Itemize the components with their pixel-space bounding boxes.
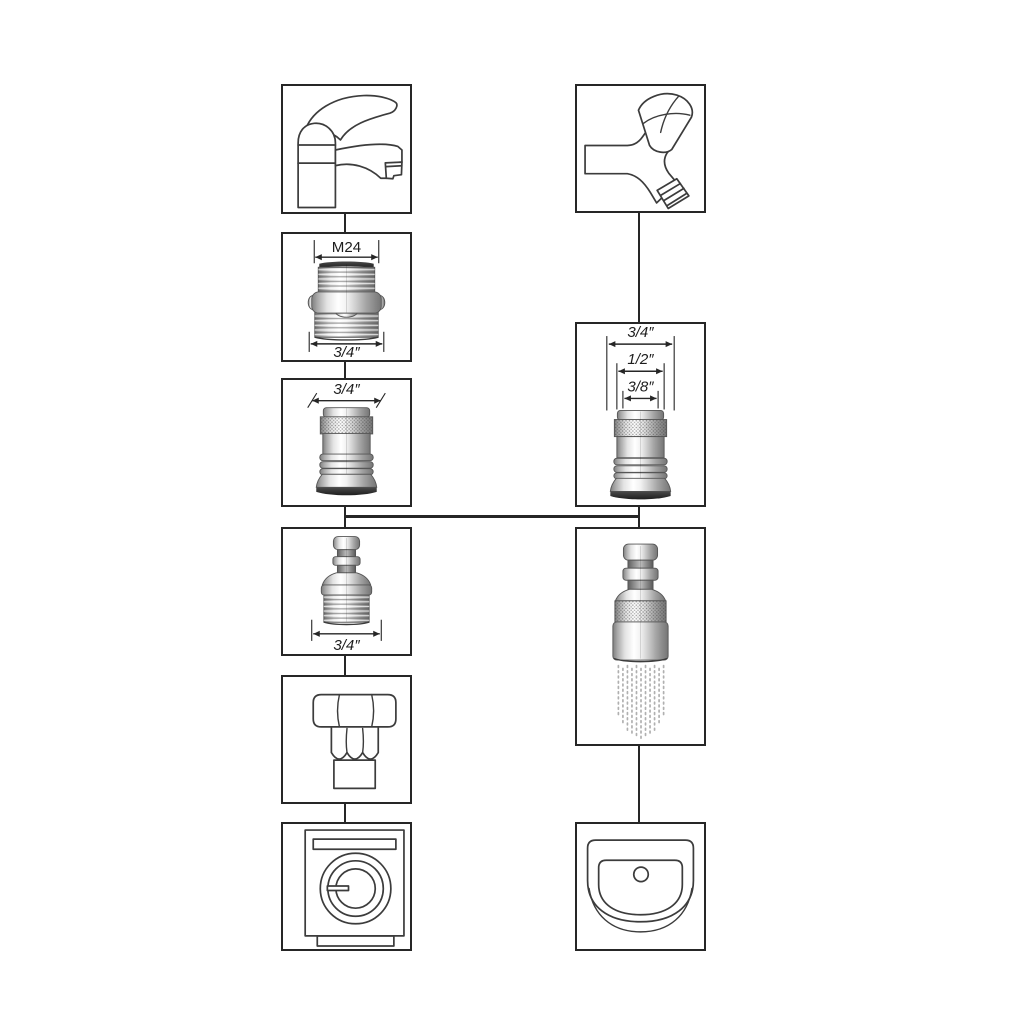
node-quick-connect-coupling-left: 3/4″ bbox=[281, 378, 412, 507]
dimension-three-quarter-bottom: 3/4″ bbox=[308, 331, 385, 360]
connector-left-2 bbox=[343, 362, 346, 378]
dimension-label-three-quarter: 3/4″ bbox=[333, 344, 360, 360]
dimension-label-m24: M24 bbox=[332, 239, 361, 256]
wash-basin-icon bbox=[586, 839, 695, 933]
node-washing-machine bbox=[281, 822, 412, 951]
connector-left-4 bbox=[343, 656, 346, 675]
coupling-body bbox=[609, 410, 672, 500]
node-wash-basin bbox=[575, 822, 706, 951]
node-quick-connect-plug-spray bbox=[575, 527, 706, 746]
hose-nut-connector-icon bbox=[312, 693, 397, 790]
water-spray bbox=[617, 664, 665, 740]
plug-body bbox=[612, 543, 669, 663]
plug-body bbox=[320, 536, 373, 626]
quick-connect-plug-icon: 3/4″ bbox=[311, 536, 382, 654]
dimension-label-three-quarter: 3/4″ bbox=[333, 637, 360, 654]
dimension-three-eighth: 3/8″ bbox=[622, 378, 659, 409]
mixer-tap-drawing bbox=[297, 94, 403, 209]
dimension-label-three-quarter: 3/4″ bbox=[627, 324, 654, 341]
node-multi-size-coupling: 3/4″ 1/2″ 3/8″ bbox=[575, 322, 706, 507]
connector-left-5 bbox=[343, 804, 346, 822]
pillar-bib-tap-icon bbox=[584, 92, 694, 210]
wash-basin-drawing bbox=[586, 839, 695, 933]
washing-machine-icon bbox=[304, 829, 405, 947]
dimension-three-quarter: 3/4″ bbox=[606, 324, 675, 411]
connector-cross-link bbox=[343, 515, 640, 518]
dimension-half: 1/2″ bbox=[616, 351, 665, 410]
dimension-label-three-quarter: 3/4″ bbox=[333, 381, 360, 398]
hose-connector-drawing bbox=[312, 693, 397, 790]
bib-tap-drawing bbox=[584, 92, 694, 210]
connector-right-3 bbox=[637, 746, 640, 822]
m24-aerator-adapter-icon: M24 3/4″ bbox=[307, 239, 386, 360]
node-quick-connect-plug-left: 3/4″ bbox=[281, 527, 412, 656]
quick-connect-plug-spray-icon bbox=[612, 543, 669, 740]
connector-right-1 bbox=[637, 213, 640, 322]
quick-connect-coupling-icon: 3/4″ bbox=[307, 381, 386, 496]
dimension-label-half: 1/2″ bbox=[627, 351, 654, 368]
dimension-three-quarter-top: 3/4″ bbox=[307, 381, 386, 409]
dimension-m24: M24 bbox=[313, 239, 380, 264]
dimension-label-three-eighth: 3/8″ bbox=[627, 378, 654, 395]
dimension-three-quarter-bottom: 3/4″ bbox=[311, 619, 382, 654]
connector-left-1 bbox=[343, 214, 346, 232]
adapter-body bbox=[307, 261, 386, 341]
node-m24-aerator-adapter: M24 3/4″ bbox=[281, 232, 412, 362]
node-pillar-bib-tap bbox=[575, 84, 706, 213]
multi-size-coupling-icon: 3/4″ 1/2″ 3/8″ bbox=[606, 324, 675, 500]
coupling-body bbox=[315, 407, 378, 496]
node-hose-nut-connector bbox=[281, 675, 412, 804]
node-basin-mixer-tap bbox=[281, 84, 412, 214]
washing-machine-drawing bbox=[304, 829, 405, 947]
basin-mixer-tap-icon bbox=[297, 94, 403, 209]
